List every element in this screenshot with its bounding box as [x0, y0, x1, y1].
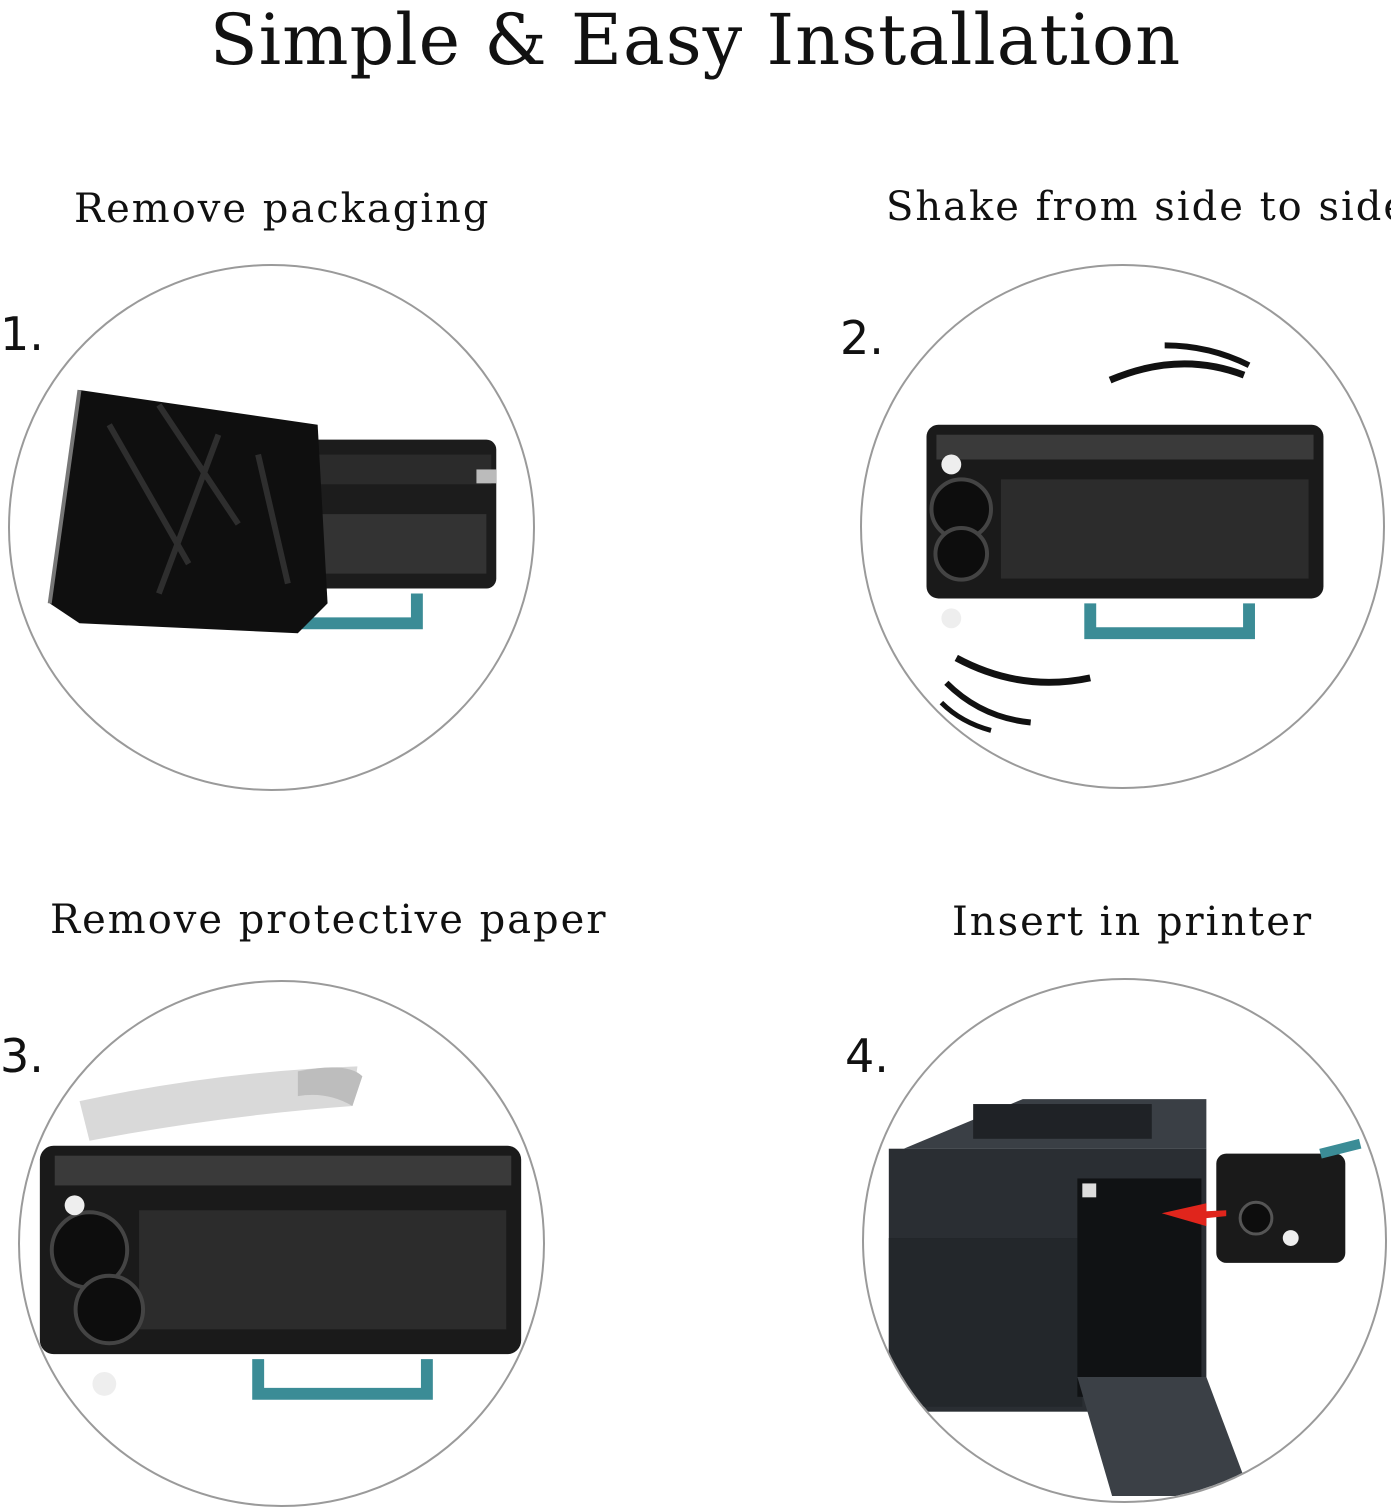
step-2-illustration: [860, 264, 1385, 789]
step-4-number: 4.: [845, 1029, 889, 1083]
step-1-illustration: [8, 264, 535, 791]
step-1-number: 1.: [0, 307, 44, 361]
step-2-number: 2.: [840, 311, 884, 365]
step-4-illustration: [862, 978, 1387, 1503]
cartridge-in-bag-image: [47, 389, 497, 634]
step-3-number: 3.: [0, 1029, 44, 1083]
step-3-illustration: [18, 980, 545, 1507]
cartridge-peel-paper-image: [39, 1066, 522, 1400]
step-3-caption: Remove protective paper: [50, 897, 608, 943]
step-2-caption: Shake from side to side: [886, 184, 1391, 230]
step-1-caption: Remove packaging: [74, 186, 491, 232]
printer-insert-image: [888, 1099, 1362, 1497]
page-title: Simple & Easy Installation: [209, 0, 1182, 81]
step-4-caption: Insert in printer: [952, 899, 1314, 945]
shaking-cartridge-image: [926, 342, 1324, 733]
